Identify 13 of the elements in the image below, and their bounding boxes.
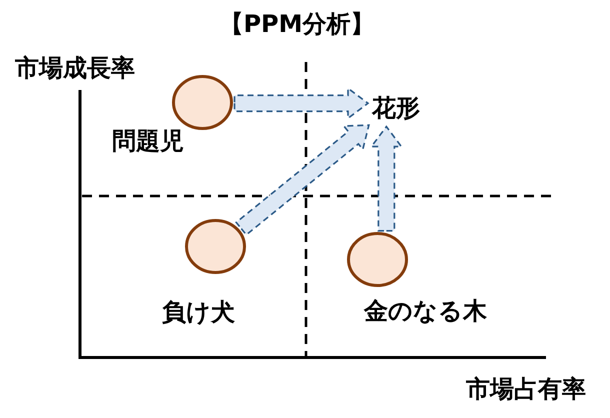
block-arrow [234,86,370,120]
quadrant-label: 金のなる木 [364,298,487,326]
quadrant-label: 問題児 [112,128,184,156]
circle [346,232,408,286]
axis-label: 市場占有率 [466,376,586,404]
quadrant-label: 花形 [372,95,420,123]
title: 【PPM分析】 [219,11,375,39]
block-arrow [370,125,403,232]
circle [184,218,246,274]
block-arrow [235,124,370,236]
axis-label: 市場成長率 [15,55,135,83]
quadrant-label: 負け犬 [162,299,235,327]
circle [172,74,232,130]
